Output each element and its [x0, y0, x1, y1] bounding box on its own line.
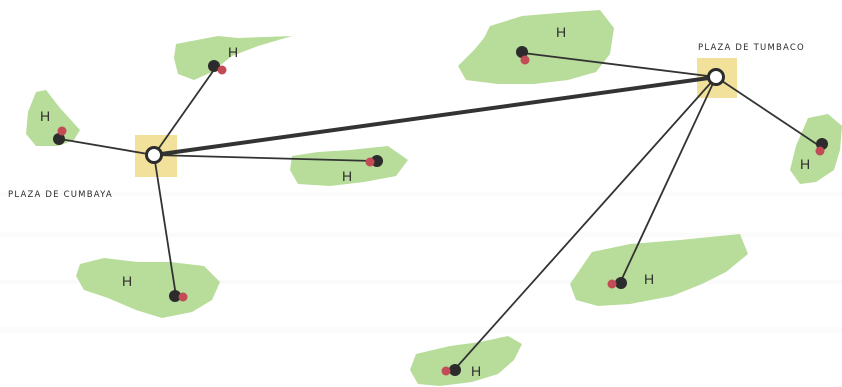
park-h-label: H	[800, 156, 810, 172]
link-line	[153, 154, 375, 162]
main-link-line	[152, 75, 718, 157]
location-dot-icon	[169, 290, 188, 302]
park-area	[76, 258, 220, 318]
location-dot-icon	[516, 46, 530, 65]
park-area	[26, 90, 80, 146]
location-dot-icon	[607, 277, 627, 289]
link-line	[153, 66, 217, 156]
location-dots	[53, 46, 828, 376]
park-h-label: H	[556, 24, 566, 40]
park-h-label: H	[342, 168, 352, 184]
link-line	[619, 76, 717, 284]
park-h-label: H	[122, 273, 132, 289]
location-dot-icon	[53, 126, 67, 145]
link-line	[522, 52, 717, 78]
plaza-ring-icon	[145, 146, 163, 164]
park-area	[570, 234, 748, 306]
park-area	[458, 10, 614, 84]
location-dot-icon	[208, 60, 227, 75]
link-line	[715, 76, 822, 148]
park-labels: H H H H H H H H	[40, 24, 810, 379]
plaza-label-cumbaya: PLAZA DE CUMBAYA	[8, 190, 113, 200]
location-dot-icon	[365, 155, 383, 167]
location-dot-icon	[815, 138, 828, 156]
link-line	[454, 76, 717, 370]
plaza-ring-icon	[707, 68, 725, 86]
link-line	[153, 154, 177, 297]
park-h-label: H	[228, 44, 238, 60]
plaza-label-tumbaco: PLAZA DE TUMBACO	[698, 43, 805, 53]
park-area	[174, 36, 292, 80]
connection-lines	[59, 52, 822, 370]
link-line	[59, 138, 155, 156]
parks-layer	[26, 10, 842, 386]
location-dot-icon	[441, 364, 461, 376]
park-h-label: H	[40, 108, 50, 124]
park-area	[410, 336, 522, 386]
park-h-label: H	[644, 271, 654, 287]
park-h-label: H	[471, 363, 481, 379]
